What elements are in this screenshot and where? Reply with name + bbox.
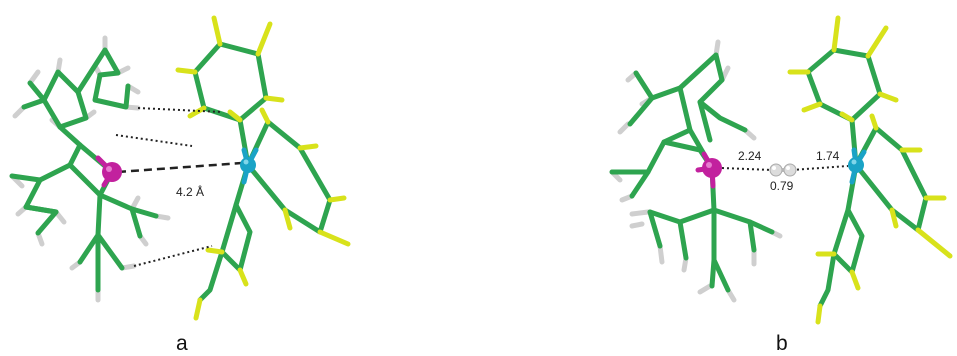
panel-a-contacts bbox=[115, 107, 223, 267]
panel-a-p-b-distance-line bbox=[117, 161, 243, 174]
panel-b-phosphorus-atom bbox=[702, 158, 722, 178]
panel-a-distance-label: 4.2 Å bbox=[176, 184, 204, 199]
panel-a-borane-bonds bbox=[192, 41, 333, 303]
panel-a-phosphorus-atom bbox=[102, 162, 122, 182]
panel-a-fluorines bbox=[175, 15, 351, 321]
panel-b-h-h-distance-label: 0.79 bbox=[770, 179, 794, 193]
panel-b-phosphine-bonds bbox=[609, 52, 775, 293]
panel-b-label: b bbox=[776, 332, 788, 355]
panel-b-contacts bbox=[721, 165, 849, 171]
panel-b-structure: 2.24 1.74 0.79 bbox=[609, 15, 953, 325]
panel-b-boron-atom bbox=[848, 157, 864, 173]
panel-a-boron-atom bbox=[240, 157, 256, 173]
panel-a-label: a bbox=[176, 332, 188, 355]
panel-b-fluorines bbox=[787, 15, 953, 325]
panel-b-dihydrogen bbox=[769, 163, 797, 177]
panel-b-p-h-distance-label: 2.24 bbox=[738, 149, 762, 163]
panel-a-structure: 4.2 Å bbox=[9, 15, 351, 321]
panel-b-b-h-distance-label: 1.74 bbox=[816, 149, 840, 163]
panel-b-borane-bonds bbox=[805, 47, 929, 309]
